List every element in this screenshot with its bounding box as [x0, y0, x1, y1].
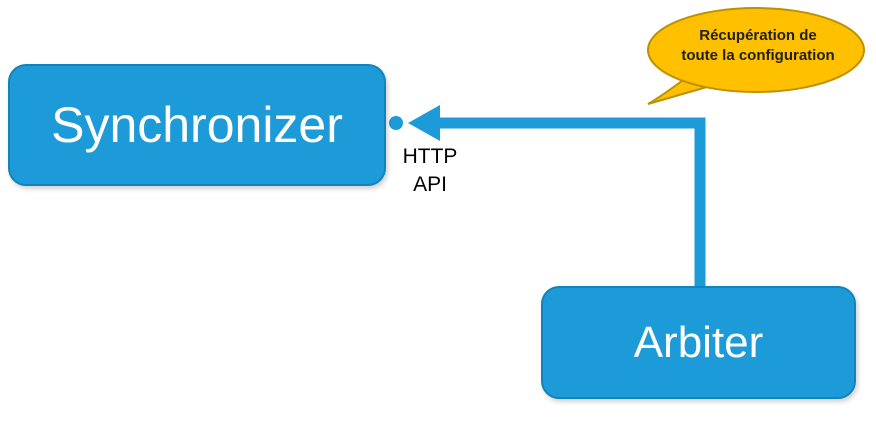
connector-label: HTTP API	[402, 145, 458, 196]
connector-arrowhead-icon	[408, 105, 440, 141]
node-arbiter-label: Arbiter	[633, 317, 764, 367]
callout-label: Récupération de toute la configuration	[650, 26, 866, 67]
callout-tail	[647, 70, 728, 105]
connection-dot-icon	[389, 116, 403, 130]
connector-line	[436, 117, 706, 290]
callout-label-line2: toute la configuration	[681, 47, 835, 65]
node-synchronizer-label: Synchronizer	[51, 97, 343, 153]
node-arbiter: Arbiter	[541, 286, 856, 399]
callout-label-line1: Récupération de	[699, 27, 817, 44]
node-synchronizer: Synchronizer	[8, 64, 386, 186]
